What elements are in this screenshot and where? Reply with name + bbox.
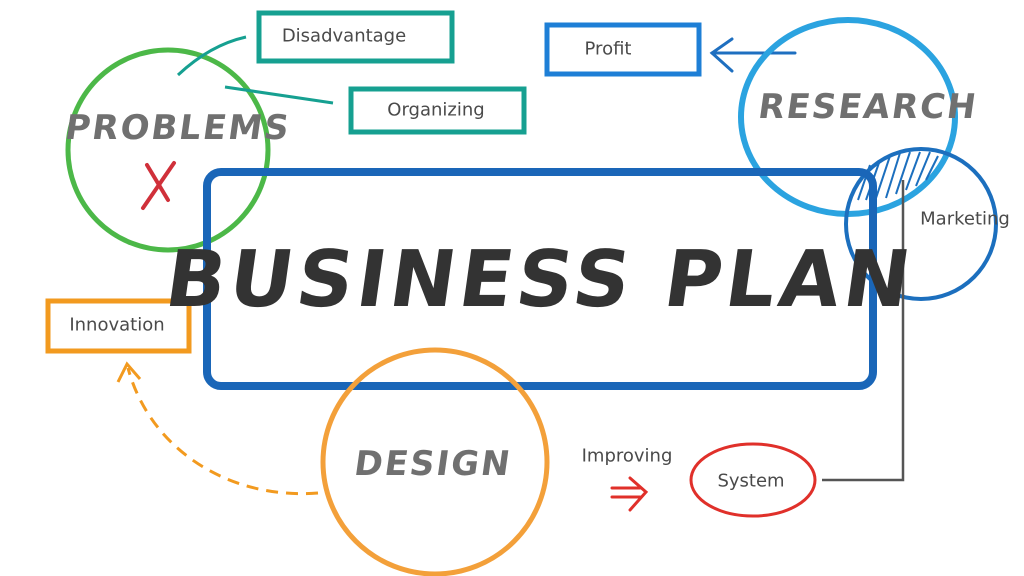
connector-organizing [224,85,334,105]
research-heading: RESEARCH [755,87,981,127]
disadvantage-label: Disadvantage [281,25,407,47]
improving-label: Improving [581,445,673,467]
arrow-left-icon [709,37,797,73]
connector-disadvantage [176,35,247,77]
dashed-arrow [126,367,319,496]
design-circle [320,347,550,576]
double-arrow-right-icon [610,476,649,512]
disadvantage-box [256,10,455,64]
marketing-label: Marketing [920,208,1010,230]
system-ellipse [689,442,817,518]
organizing-label: Organizing [387,99,485,121]
innovation-box [45,298,192,354]
profit-box [544,22,702,77]
system-label: System [717,470,785,492]
x-mark-icon [141,161,176,210]
design-heading: DESIGN [351,444,515,484]
arrow-up-icon [116,361,142,383]
organizing-box [348,86,527,135]
business-plan-title: BUSINESS PLAN [160,235,920,325]
profit-label: Profit [584,38,632,60]
problems-circle [65,47,271,253]
innovation-label: Innovation [69,314,165,336]
problems-heading: PROBLEMS [62,108,294,148]
business-plan-box [203,168,877,390]
system-connector [822,180,905,482]
marketing-circle [844,147,998,301]
